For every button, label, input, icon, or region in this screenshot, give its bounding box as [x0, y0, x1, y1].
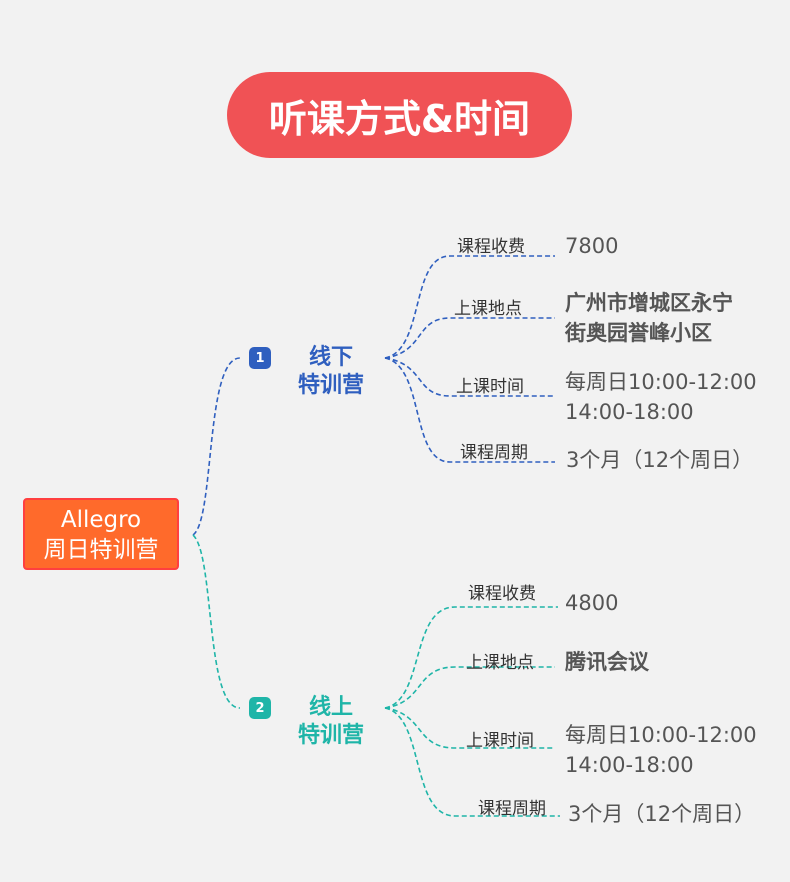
offline-time-label: 上课时间: [456, 377, 524, 397]
online-period-value: 3个月（12个周日）: [568, 802, 756, 826]
online-fee-label: 课程收费: [468, 584, 536, 604]
connector-online-fee: [384, 606, 558, 709]
offline-period-value: 3个月（12个周日）: [566, 448, 754, 472]
connector-online-time: [384, 707, 555, 749]
connector-root-offline: [192, 357, 241, 536]
connector-offline-fee: [384, 255, 555, 359]
online-branch-node: 线上 特训营: [286, 694, 376, 750]
connector-online-location: [384, 666, 555, 709]
offline-location-line2: 街奥园誉峰小区: [565, 321, 712, 345]
online-period-label: 课程周期: [478, 799, 546, 819]
offline-fee-label: 课程收费: [457, 237, 525, 257]
root-node: Allegro 周日特训营: [23, 498, 179, 570]
connector-offline-period: [384, 357, 555, 463]
connector-offline-time: [384, 357, 555, 397]
offline-time-line2: 14:00-18:00: [565, 400, 694, 424]
online-time-line2: 14:00-18:00: [565, 753, 694, 777]
online-name-line2: 特训营: [297, 723, 364, 748]
page-title: 听课方式&时间: [227, 72, 572, 158]
offline-badge: 1: [249, 347, 271, 369]
online-fee-value: 4800: [565, 591, 619, 615]
offline-location-label: 上课地点: [454, 299, 522, 319]
connector-online-period: [384, 707, 560, 817]
online-location-label: 上课地点: [466, 653, 534, 673]
online-badge: 2: [249, 697, 271, 719]
offline-location-value: 广州市增城区永宁 街奥园誉峰小区: [565, 288, 733, 348]
offline-fee-value: 7800: [565, 234, 619, 258]
offline-location-line1: 广州市增城区永宁: [565, 291, 733, 315]
online-time-value: 每周日10:00-12:00 14:00-18:00: [565, 720, 757, 780]
online-time-label: 上课时间: [466, 731, 534, 751]
online-name-line1: 线上: [308, 695, 353, 720]
offline-name-line2: 特训营: [297, 373, 364, 398]
offline-branch-node: 线下 特训营: [286, 344, 376, 400]
offline-period-label: 课程周期: [460, 443, 528, 463]
offline-time-value: 每周日10:00-12:00 14:00-18:00: [565, 367, 757, 427]
connector-root-online: [192, 534, 241, 709]
online-time-line1: 每周日10:00-12:00: [565, 723, 757, 747]
root-line1: Allegro: [60, 507, 142, 533]
connector-offline-location: [384, 317, 555, 359]
online-location-value: 腾讯会议: [565, 650, 649, 674]
root-line2: 周日特训营: [43, 537, 159, 563]
offline-time-line1: 每周日10:00-12:00: [565, 370, 757, 394]
offline-name-line1: 线下: [308, 345, 353, 370]
